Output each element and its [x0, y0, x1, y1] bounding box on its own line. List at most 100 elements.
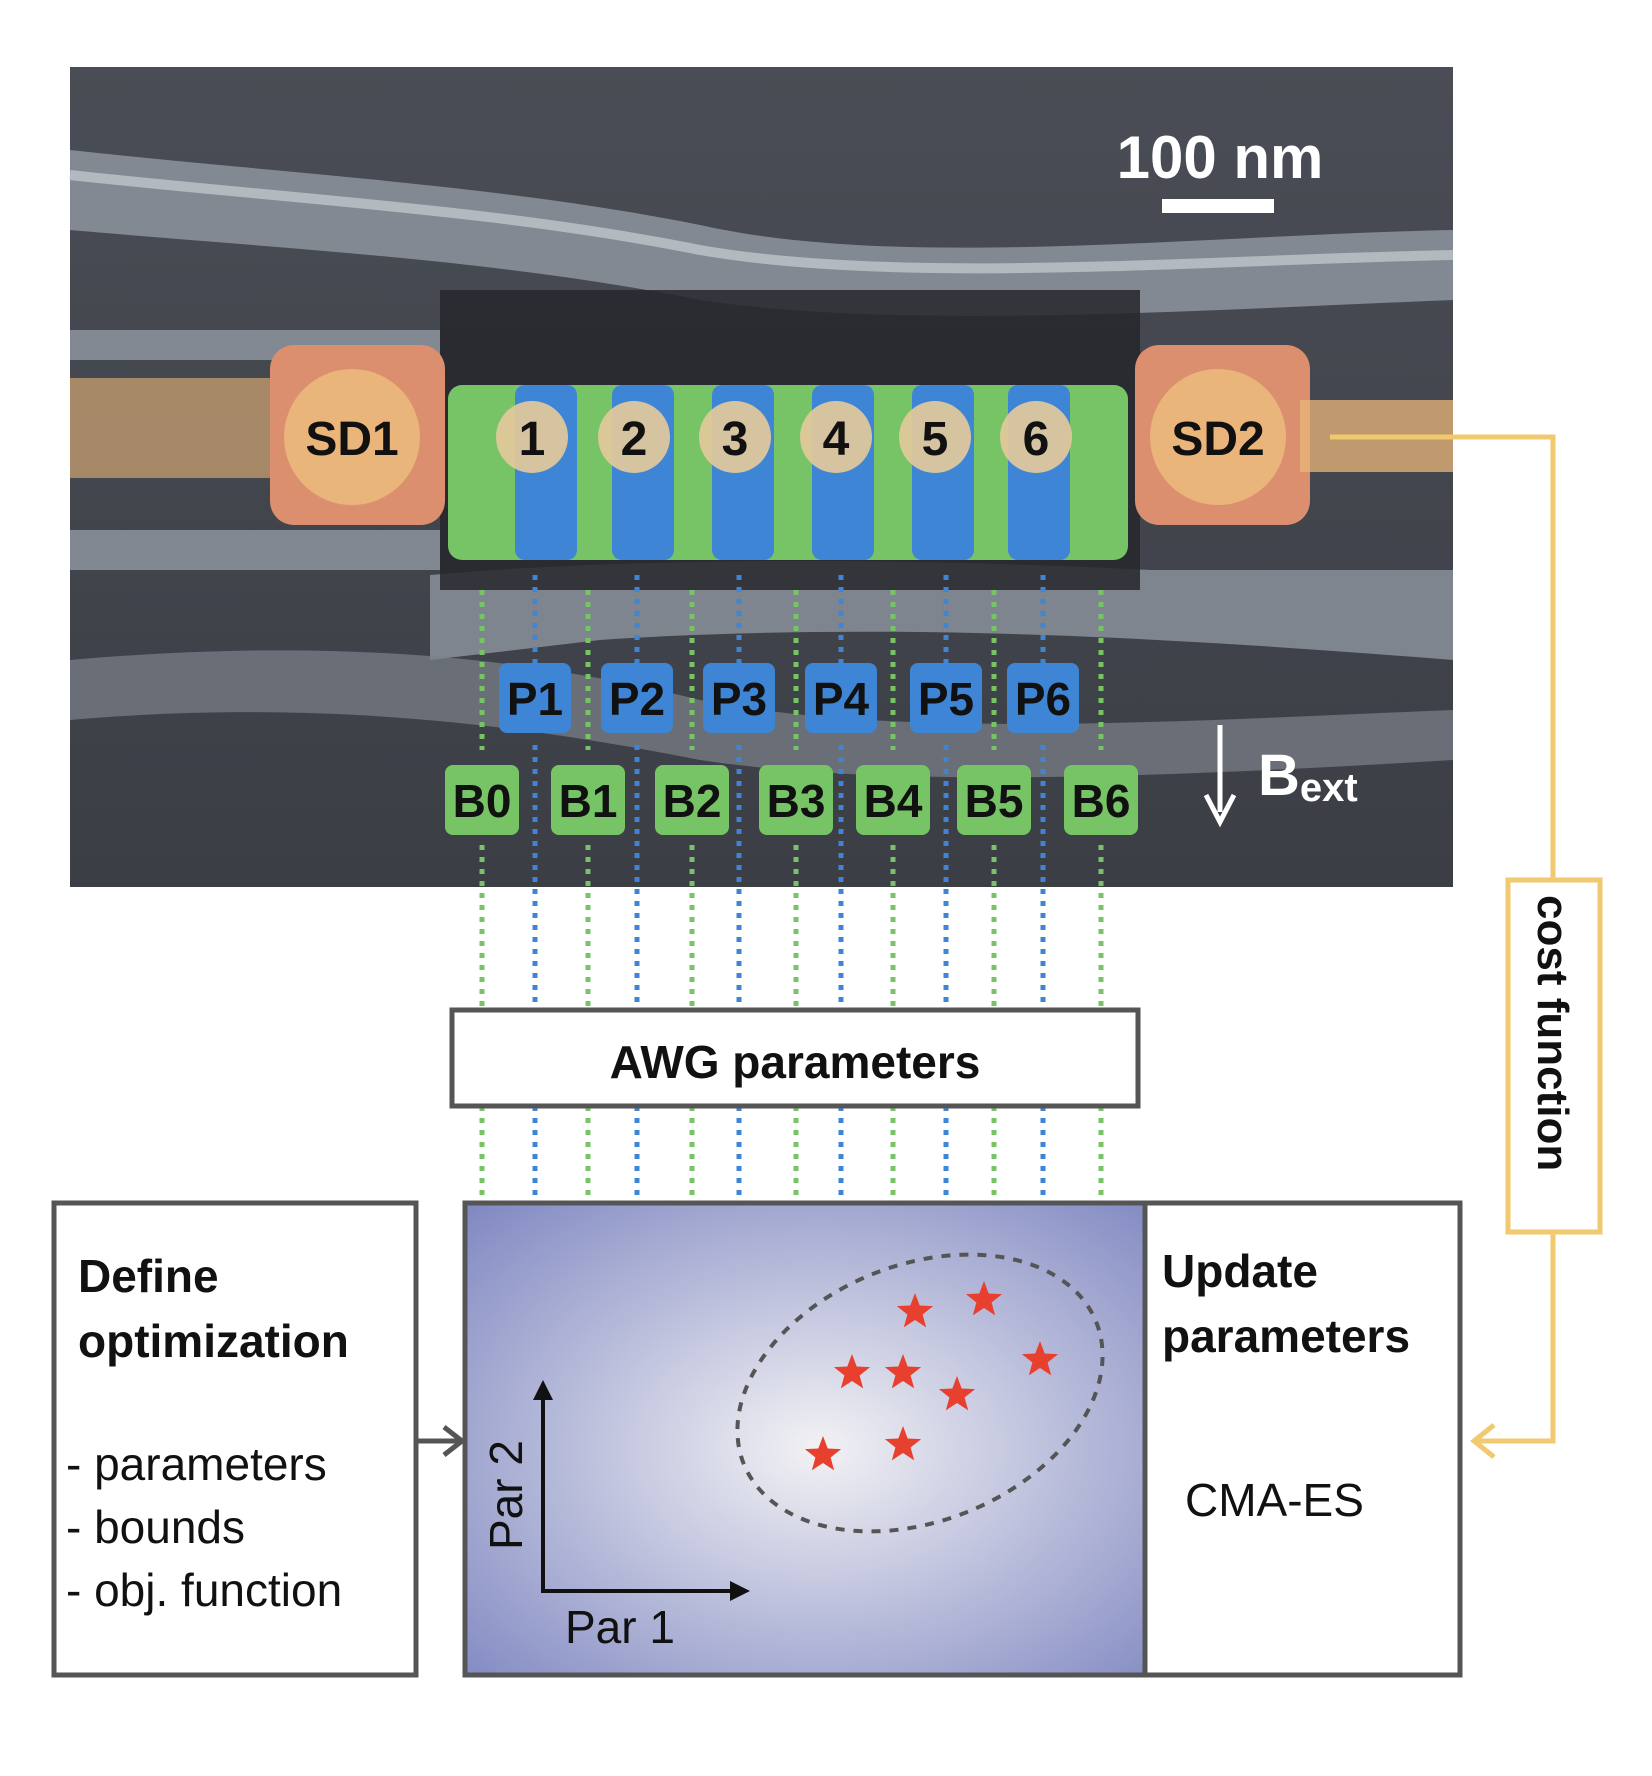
- dot-label: 6: [1023, 413, 1050, 466]
- sample-star: [884, 1426, 922, 1461]
- optimization-plot: Par 1 Par 2: [462, 1200, 1148, 1678]
- dot-label: 1: [519, 413, 546, 466]
- dot-circle: [699, 401, 771, 473]
- define-title-line2: optimization: [78, 1315, 349, 1367]
- contact-sd2: SD2: [1150, 369, 1286, 505]
- sample-star: [1021, 1341, 1059, 1376]
- barrier-text: B2: [663, 775, 722, 827]
- barrier-gate-label: B3: [759, 765, 833, 835]
- y-axis-arrow-icon: [533, 1380, 553, 1400]
- barrier-box: [957, 765, 1031, 835]
- dot-label: 5: [922, 413, 949, 466]
- plunger-gate-label: P3: [703, 663, 775, 733]
- barrier-box: [856, 765, 930, 835]
- barrier-box: [551, 765, 625, 835]
- sample-points: [804, 1281, 1059, 1471]
- barrier-text: B3: [767, 775, 826, 827]
- barrier-box: [759, 765, 833, 835]
- quantum-dot: 6: [1000, 401, 1072, 473]
- awg-box: AWG parameters: [449, 1007, 1141, 1109]
- quantum-dot: 1: [496, 401, 568, 473]
- contact-label: SD2: [1171, 413, 1264, 466]
- plunger-box: [910, 663, 982, 733]
- field-label-main: B: [1258, 743, 1300, 808]
- x-axis-arrow-icon: [730, 1581, 750, 1601]
- contact-sd1: SD1: [284, 369, 420, 505]
- plunger-text: P3: [711, 673, 767, 725]
- plunger-gate-label: P1: [499, 663, 571, 733]
- define-item: - parameters: [66, 1438, 327, 1490]
- sample-star: [965, 1281, 1003, 1316]
- awg-box-label: AWG parameters: [610, 1036, 981, 1088]
- barrier-box: [1064, 765, 1138, 835]
- sample-star: [884, 1354, 922, 1389]
- barrier-gate-label: B2: [655, 765, 729, 835]
- barrier-text: B4: [864, 775, 923, 827]
- plunger-gate-label: P4: [805, 663, 877, 733]
- dot-circle: [899, 401, 971, 473]
- update-parameters-box: Update parameters CMA-ES: [1142, 1200, 1463, 1678]
- field-label: Bext: [1258, 743, 1358, 810]
- dot-circle: [800, 401, 872, 473]
- plunger-text: P1: [507, 673, 563, 725]
- define-optimization-box: Define optimization - parameters - bound…: [51, 1200, 419, 1678]
- quantum-dot: 3: [699, 401, 771, 473]
- quantum-dot: 2: [598, 401, 670, 473]
- quantum-dot: 5: [899, 401, 971, 473]
- plot-xlabel: Par 1: [565, 1601, 675, 1653]
- plunger-box: [499, 663, 571, 733]
- barrier-text: B5: [965, 775, 1024, 827]
- define-title-line1: Define: [78, 1250, 219, 1302]
- barrier-gate-label: B1: [551, 765, 625, 835]
- cost-function-feedback: cost function: [1330, 434, 1603, 1459]
- plunger-gate-label: P2: [601, 663, 673, 733]
- feedback-arrow-icon: [1469, 1423, 1496, 1459]
- sample-star: [938, 1376, 976, 1411]
- define-item: - obj. function: [66, 1564, 342, 1616]
- barrier-text: B6: [1072, 775, 1131, 827]
- barrier-box: [655, 765, 729, 835]
- search-distribution-ellipse: [735, 1252, 1105, 1534]
- barrier-text: B1: [559, 775, 618, 827]
- plunger-box: [601, 663, 673, 733]
- field-label-subscript: ext: [1300, 766, 1358, 810]
- plunger-box: [1007, 663, 1079, 733]
- barrier-gate-label: B4: [856, 765, 930, 835]
- dot-circle: [496, 401, 568, 473]
- dot-circle: [598, 401, 670, 473]
- contact-label: SD1: [305, 413, 398, 466]
- barrier-box: [445, 765, 519, 835]
- update-title-line2: parameters: [1162, 1310, 1410, 1362]
- sample-star: [833, 1354, 871, 1389]
- plunger-text: P6: [1015, 673, 1071, 725]
- plot-ylabel: Par 2: [480, 1440, 532, 1550]
- contact-circle: [284, 369, 420, 505]
- define-to-plot-arrow-icon: [418, 1425, 467, 1457]
- update-title-line1: Update: [1162, 1245, 1318, 1297]
- quantum-dot: 4: [800, 401, 872, 473]
- dot-label: 3: [722, 413, 749, 466]
- plunger-text: P4: [813, 673, 870, 725]
- scale-bar: [1162, 199, 1274, 213]
- dot-label: 4: [823, 413, 850, 466]
- update-method: CMA-ES: [1185, 1474, 1364, 1526]
- feedback-label: cost function: [1528, 895, 1577, 1171]
- barrier-gate-label: B5: [957, 765, 1031, 835]
- plunger-text: P5: [918, 673, 974, 725]
- sample-star: [804, 1436, 842, 1471]
- barrier-text: B0: [453, 775, 512, 827]
- plunger-gate-label: P5: [910, 663, 982, 733]
- barrier-gate-label: B0: [445, 765, 519, 835]
- plunger-box: [805, 663, 877, 733]
- scale-bar-label: 100 nm: [1117, 124, 1324, 191]
- plunger-box: [703, 663, 775, 733]
- sample-star: [896, 1293, 934, 1328]
- barrier-gate-label: B6: [1064, 765, 1138, 835]
- gate-signal-lines: [479, 575, 1104, 1203]
- define-item: - bounds: [66, 1501, 245, 1553]
- dot-label: 2: [621, 413, 648, 466]
- plunger-gate-label: P6: [1007, 663, 1079, 733]
- contact-circle: [1150, 369, 1286, 505]
